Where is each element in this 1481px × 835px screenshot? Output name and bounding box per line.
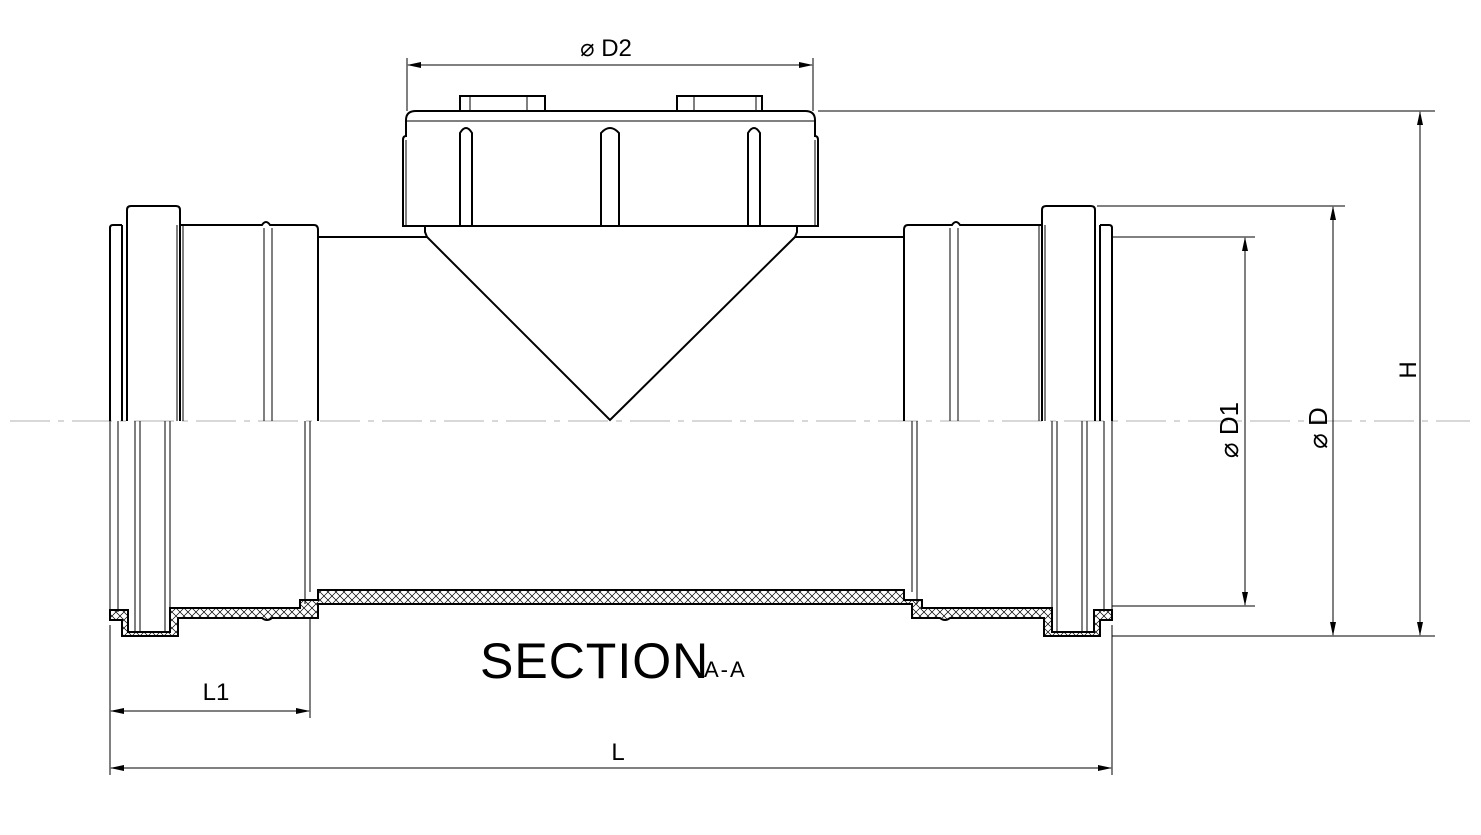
- dimension-d-label: ⌀ D: [1303, 407, 1333, 449]
- dimension-h-label: H: [1395, 361, 1422, 378]
- dimension-h: H: [818, 110, 1435, 637]
- dimension-l1-label: L1: [203, 679, 230, 706]
- dimension-l-label: L: [611, 739, 624, 766]
- cap: [402, 95, 819, 422]
- dimension-d2-label: ⌀ D2: [580, 35, 632, 62]
- section-title: SECTION: [480, 633, 709, 689]
- dimension-l: L: [110, 625, 1113, 775]
- dimension-d: ⌀ D: [1097, 205, 1345, 636]
- dimension-d1-label: ⌀ D1: [1214, 402, 1244, 458]
- tee-exterior-view: [109, 95, 1113, 422]
- dimension-d2: ⌀ D2: [406, 35, 814, 111]
- dimension-l1: L1: [109, 618, 311, 775]
- section-view-label: A-A: [704, 657, 747, 682]
- tee-section-view: [109, 421, 1113, 637]
- dimension-d1: ⌀ D1: [1112, 236, 1255, 607]
